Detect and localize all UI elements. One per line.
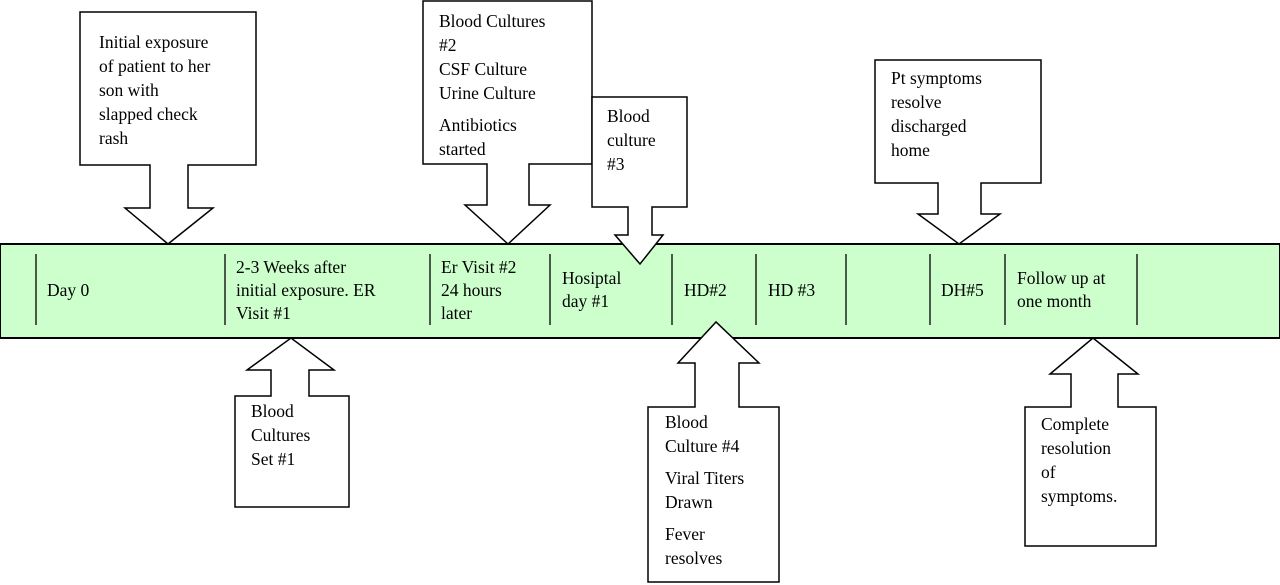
callout-culture3-text: Blood culture #3 <box>607 104 656 176</box>
callout-resolution-shape <box>1024 337 1157 547</box>
segment-hospital-day-1: Hosiptal day #1 <box>562 267 621 313</box>
callout-line: of patient to her <box>99 56 211 76</box>
segment-line: HD#2 <box>684 280 727 300</box>
segment-line: day #1 <box>562 291 610 311</box>
callout-discharge-shape <box>874 59 1042 245</box>
callout-line: #3 <box>607 154 625 174</box>
segment-line: Er Visit #2 <box>441 257 517 277</box>
callout-line: resolution <box>1041 438 1111 458</box>
segment-follow-up: Follow up at one month <box>1017 267 1105 313</box>
callout-set1-shape <box>234 337 350 508</box>
segment-line: one month <box>1017 291 1092 311</box>
segment-hd-3: HD #3 <box>768 279 815 302</box>
callout-line: #2 <box>439 35 457 55</box>
callout-line: Urine Culture <box>439 83 536 103</box>
segment-hd-2: HD#2 <box>684 279 727 302</box>
callout-line: slapped check <box>99 104 198 124</box>
callout-culture4-text: Blood Culture #4 Viral Titers Drawn Feve… <box>665 410 744 570</box>
callout-line: started <box>439 139 486 159</box>
segment-line: DH#5 <box>941 280 984 300</box>
callout-exposure-shape <box>79 11 257 245</box>
callout-line: Initial exposure <box>99 32 209 52</box>
callout-resolution-text: Complete resolution of symptoms. <box>1041 412 1117 508</box>
callout-line: home <box>891 140 930 160</box>
callout-line: Drawn <box>665 492 713 512</box>
callout-line: Set #1 <box>251 449 296 469</box>
segment-line: Follow up at <box>1017 268 1106 288</box>
callout-line: symptoms. <box>1041 486 1118 506</box>
segment-er-visit-2: Er Visit #2 24 hours later <box>441 256 516 325</box>
callout-set1-text: Blood Cultures Set #1 <box>251 399 310 471</box>
callout-line: Blood <box>251 401 294 421</box>
segment-day-0: Day 0 <box>47 279 89 302</box>
callout-line: Complete <box>1041 414 1110 434</box>
callout-line: discharged <box>891 116 967 136</box>
callout-er2-text: Blood Cultures #2 CSF Culture Urine Cult… <box>439 9 545 161</box>
segment-line: 2-3 Weeks after <box>236 257 347 277</box>
callout-line: Blood Cultures <box>439 11 546 31</box>
segment-line: HD #3 <box>768 280 816 300</box>
segment-er-visit-1: 2-3 Weeks after initial exposure. ER Vis… <box>236 256 376 325</box>
segment-dividers <box>35 254 1138 325</box>
callout-line: Culture #4 <box>665 436 740 456</box>
callout-culture3-shape <box>591 96 688 266</box>
callout-line: Viral Titers <box>665 468 745 488</box>
segment-dh-5: DH#5 <box>941 279 984 302</box>
callout-line: resolves <box>665 548 723 568</box>
callout-line: Blood <box>665 412 708 432</box>
callout-line: Antibiotics <box>439 115 517 135</box>
callout-line: Cultures <box>251 425 311 445</box>
callout-exposure-text: Initial exposure of patient to her son w… <box>99 30 210 150</box>
callout-line: resolve <box>891 92 942 112</box>
segment-line: Day 0 <box>47 280 90 300</box>
callout-line: son with <box>99 80 159 100</box>
callout-line: of <box>1041 462 1056 482</box>
callout-line: Pt symptoms <box>891 68 982 88</box>
callout-line: culture <box>607 130 656 150</box>
callout-line: Blood <box>607 106 650 126</box>
callout-culture4-shape <box>647 320 780 583</box>
segment-line: Visit #1 <box>236 303 291 323</box>
callout-line: CSF Culture <box>439 59 528 79</box>
segment-line: 24 hours <box>441 280 502 300</box>
segment-line: initial exposure. ER <box>236 280 376 300</box>
callout-line: rash <box>99 128 129 148</box>
segment-line: Hosiptal <box>562 268 622 288</box>
callout-line: Fever <box>665 524 705 544</box>
segment-line: later <box>441 303 473 323</box>
callout-discharge-text: Pt symptoms resolve discharged home <box>891 66 982 162</box>
